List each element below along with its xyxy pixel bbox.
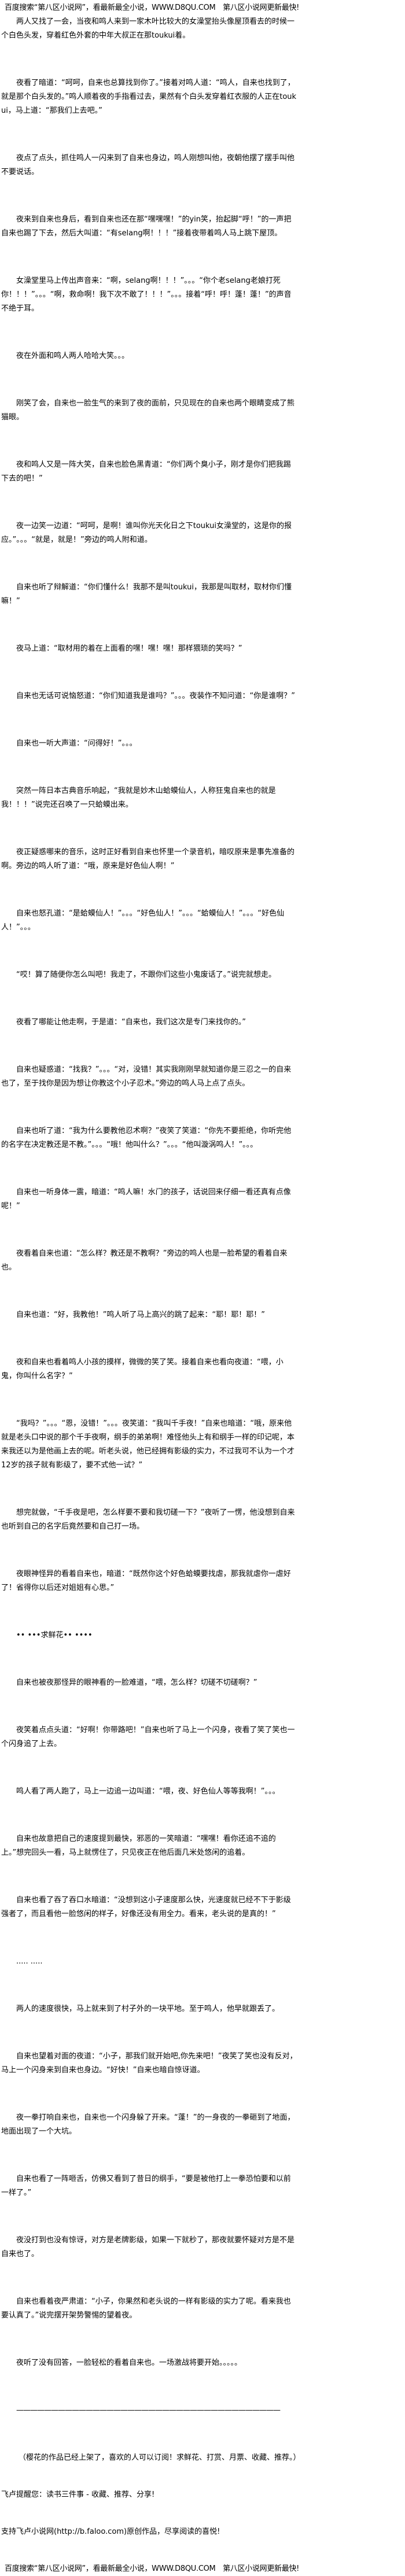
- story-paragraph: 自来也看了一阵咂舌，仿佛又看到了昔日的纲手，“要是被他打上一拳恐怕要和以前一样了…: [1, 2175, 291, 2197]
- story-paragraph: 想完就做，“千手夜是吧，怎么样要不要和我切磋一下？”夜听了一愣，他没想到自来也听…: [1, 1508, 295, 1531]
- story-paragraph: •• •••求鲜花•• ••••: [16, 1631, 93, 1640]
- story-paragraph: 自来也望着对面的夜道：“小子，那我们就开始吧,你先来吧！”夜笑了笑也没有反对，马…: [1, 2052, 297, 2075]
- story-paragraph: 自来也看了吞了吞口水暗道：“没想到这小子速度那么快，光速度就已经不下于影级强者了…: [1, 1896, 291, 1918]
- chapter-page: 百度搜索“第八区小说网”，看最新最全小说，WWW.D8QU.COM 第八区小说网…: [1, 3, 301, 2573]
- story-paragraph: “我吗？”。。。“恩，没错！”。。。夜笑道：“我叫千手夜！”自来也暗道：“哦，原…: [1, 1419, 295, 1470]
- story-paragraph: 夜来到自来也身后，看到自来也还在那“嘿嘿嘿！”的yin笑，抬起脚“呼！”的一声把…: [1, 215, 292, 238]
- story-paragraph: 自来也一听大声道：“问得好！”。。。: [16, 739, 137, 748]
- story-paragraph: 夜没打到也没有惊讶，对方是老牌影级，如果一下就秒了，那夜就要怀疑对方是不是自来也…: [1, 2236, 295, 2258]
- story-paragraph: 自来也故意把自己的速度提到最快，邪恶的一笑暗道：“嘿嘿！看你还追不追的上。”想完…: [1, 1835, 276, 1857]
- story-paragraph: 刚笑了会，自来也一脸生气的来到了夜的面前，只见现在的自来也两个眼睛变成了熊猫眼。: [1, 399, 295, 422]
- story-body: 两人又找了一会，当夜和鸣人来到一家木叶比较大的女澡堂抬头像屋顶看去的时候一个白色…: [1, 15, 297, 2370]
- footer-banner: 百度搜索“第八区小说网”，看最新最全小说，WWW.D8QU.COM 第八区小说网…: [5, 2564, 300, 2573]
- story-paragraph: “哎！算了随便你怎么叫吧！我走了，不跟你们这些小鬼废话了。”说完就想走。: [16, 970, 276, 979]
- author-note: （樱花的作品已经上架了，喜欢的人可以订阅！求鲜花、打赏、月票、收藏、推荐。）: [19, 2453, 301, 2462]
- separator-line: ——————————————————————————————————————: [16, 2406, 281, 2415]
- story-paragraph: 突然一阵日本古典音乐响起，“我就是妙木山蛤蟆仙人，人称狂鬼自来也的就是我！！！”…: [1, 787, 276, 809]
- story-paragraph: 夜听了没有回答，一脸轻松的看着自来也。一场激战将要开始。。。。。: [16, 2359, 242, 2367]
- story-paragraph: 夜正疑惑哪来的音乐，这时正好看到自来也怀里一个录音机，暗叹原来是事先准备的啊。旁…: [1, 848, 295, 870]
- story-paragraph: 夜看了暗道：“呵呵，自来也总算找到你了。”接着对鸣人道：“鸣人，自来也找到了，就…: [1, 79, 297, 115]
- story-paragraph: ..... .....: [16, 1957, 43, 1966]
- story-paragraph: 夜笑着点点头道：“好啊！你带路吧！”自来也听了马上一个闪身，夜看了笑了笑也一个闪…: [1, 1726, 295, 1748]
- story-paragraph: 夜看着自来也道：“怎么样？教还是不教啊？”旁边的鸣人也是一脸希望的看着自来也。: [1, 1249, 288, 1272]
- story-paragraph: 女澡堂里马上传出声音来：“啊，selang啊！！！”。。。“你个老selang老…: [1, 276, 292, 313]
- story-paragraph: 自来也被夜那怪异的眼神看的一脸难道，“喂，怎么样？切磋不切磋啊？”: [16, 1678, 257, 1687]
- story-paragraph: 自来也看着夜严肃道：“小子，你果然和老头说的一样有影级的实力了呢。看来我也要认真…: [1, 2297, 291, 2320]
- story-paragraph: 自来也道：“好，我教他！”鸣人听了马上高兴的跳了起来：“耶！耶！耶！”: [16, 1311, 265, 1319]
- story-paragraph: 两人又找了一会，当夜和鸣人来到一家木叶比较大的女澡堂抬头像屋顶看去的时候一个白色…: [1, 17, 295, 40]
- story-paragraph: 鸣人看了两人跑了，马上一边追一边叫道：“喂，夜、好色仙人等等我啊！”。。。: [16, 1787, 280, 1796]
- story-paragraph: 自来也无话可说恼怒道：“你们知道我是谁吗？”。。。夜装作不知问道：“你是谁啊？”: [16, 692, 295, 700]
- story-paragraph: 两人的速度很快，马上就来到了村子外的一块平地。至于鸣人，他早就跟丢了。: [16, 2005, 280, 2013]
- story-paragraph: 夜马上道：“取材用的着在上面看的嘿！嘿！嘿！那样猥琐的笑吗？”: [16, 644, 242, 653]
- story-paragraph: 自来也怒孔道：“是蛤蟆仙人！”。。。“好色仙人！”。。。“蛤蟆仙人！”。。。“好…: [1, 909, 285, 932]
- faloo-reminder: 飞卢提醒您：读书三件事 - 收藏、推荐、分享!: [1, 2490, 155, 2499]
- story-paragraph: 夜眼神怪异的看着自来也，暗道：“既然你这个好色蛤蟆要找虐，那我就虐你一虐好了！省…: [1, 1570, 291, 1592]
- story-paragraph: 夜点了点头，抓住鸣人一闪来到了自来也身边，鸣人刚想叫他，夜朝他摆了摆手叫他不要说…: [1, 154, 295, 176]
- story-paragraph: 自来也听了道：“我为什么要教他忍术啊？”夜笑了笑道：“你先不要拒绝，你听完他的名…: [1, 1127, 292, 1149]
- header-banner: 百度搜索“第八区小说网”，看最新最全小说，WWW.D8QU.COM 第八区小说网…: [5, 3, 300, 12]
- story-paragraph: 夜在外面和鸣人两人哈哈大笑。。。: [16, 352, 130, 360]
- story-paragraph: 自来也一听身体一震，暗道：“鸣人嘛！水门的孩子，话说回来仔细一看还真有点像呢！”: [1, 1188, 291, 1211]
- story-paragraph: 自来也疑惑道：“找我？”。。。“对，没错！其实我刚刚早就知道你是三忍之一的自来也…: [1, 1065, 292, 1088]
- faloo-support: 支持飞卢小说网(http://b.faloo.com)原创作品，尽享阅读的喜悦!: [1, 2527, 220, 2536]
- story-paragraph: 夜一拳打响自来也，自来也一个闪身躲了开来。“蓬！”的一身夜的一拳砸到了地面，地面…: [1, 2113, 295, 2136]
- story-paragraph: 夜和鸣人又是一阵大笑，自来也脸色黑青道：“你们两个臭小子，刚才是你们把我踢下去的…: [1, 460, 291, 483]
- story-paragraph: 夜一边笑一边道：“呵呵，是啊！谁叫你光天化日之下toukui女澡堂的，这是你的报…: [1, 522, 292, 544]
- story-paragraph: 自来也听了辩解道：“你们懂什么！我那不是叫toukui，我那是叫取材，取材你们懂…: [1, 583, 292, 606]
- story-paragraph: 夜和自来也看着鸣人小孩的摸样，微微的笑了笑。接着自来也看向夜道：“喂，小鬼，你叫…: [1, 1358, 284, 1381]
- story-paragraph: 夜看了哪能让他走啊，于是道：“自来也，我们这次是专门来找你的。”: [16, 1018, 246, 1027]
